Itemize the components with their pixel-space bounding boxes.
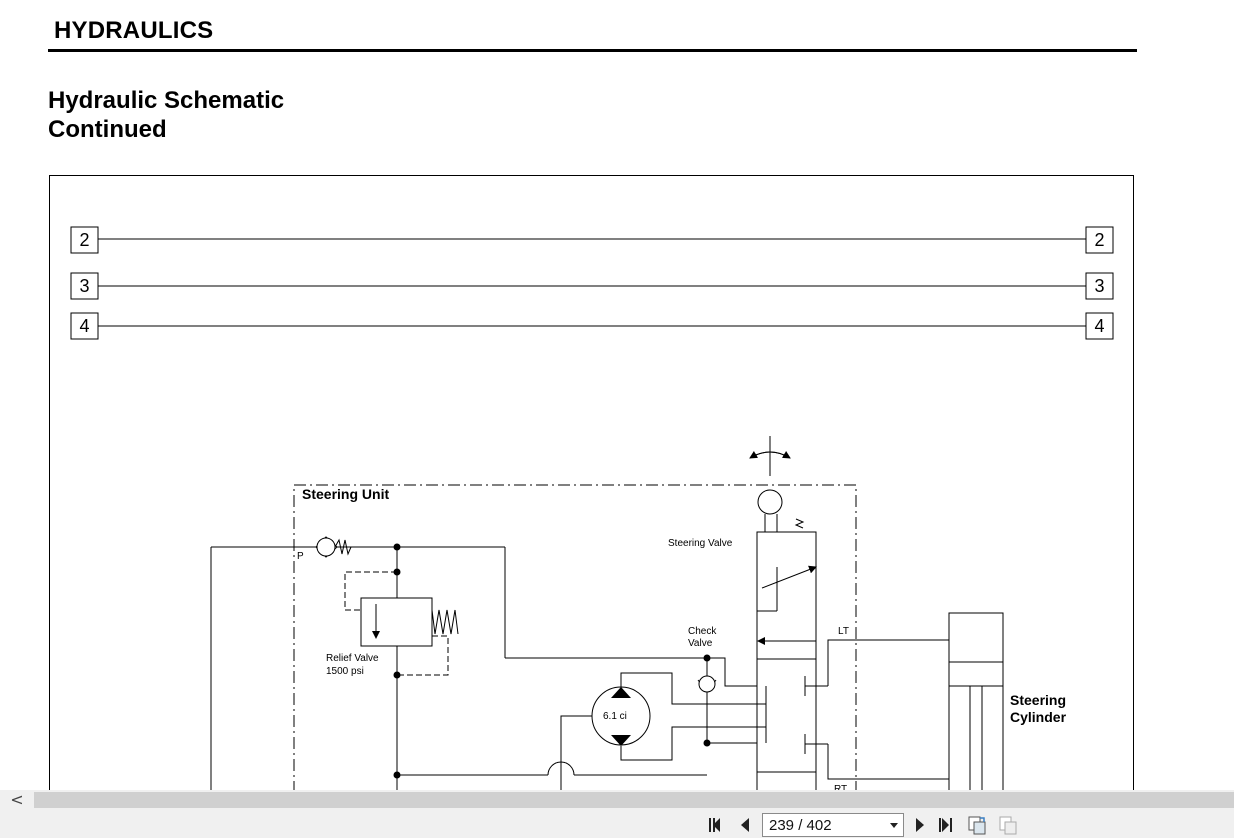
- continuation-line-4: 4 4: [70, 312, 1114, 340]
- continuation-line-3: 3 3: [70, 272, 1114, 300]
- steering-cylinder-label-2: Cylinder: [1010, 709, 1067, 725]
- section-title: HYDRAULICS: [54, 17, 214, 44]
- junction-dot: [393, 543, 401, 551]
- page-heading-line-2: Continued: [48, 116, 167, 143]
- relief-valve-pressure: 1500 psi: [326, 666, 364, 677]
- line-marker-2-left: 2: [79, 230, 89, 250]
- port-p-label: P: [297, 551, 304, 562]
- first-page-icon[interactable]: [705, 814, 727, 836]
- page-selector[interactable]: 239 / 402: [762, 813, 904, 837]
- port-rt-label: RT: [834, 784, 847, 795]
- junction-dot: [393, 671, 401, 679]
- page-navigation-bar: 239 / 402: [0, 810, 1234, 838]
- scroll-left-button[interactable]: <: [0, 790, 34, 810]
- relief-valve-label: Relief Valve: [326, 653, 379, 664]
- check-valve-label-1: Check: [688, 626, 717, 637]
- last-page-icon[interactable]: [935, 814, 957, 836]
- steering-valve-label: Steering Valve: [668, 538, 733, 549]
- scroll-thumb[interactable]: [34, 792, 1234, 808]
- next-page-icon[interactable]: [909, 814, 931, 836]
- steering-valve-symbol: [749, 436, 828, 814]
- horizontal-scrollbar[interactable]: <: [0, 790, 1234, 810]
- line-marker-4-right: 4: [1094, 316, 1104, 336]
- fit-page-icon[interactable]: [966, 814, 988, 836]
- lt-line: [827, 639, 949, 686]
- chevron-down-icon: [890, 823, 898, 828]
- port-lt-label: LT: [838, 626, 849, 637]
- line-marker-3-left: 3: [79, 276, 89, 296]
- relief-valve-symbol: [344, 571, 459, 676]
- line-marker-4-left: 4: [79, 316, 89, 336]
- pressure-line: [210, 546, 707, 814]
- inlet-check-valve: [315, 536, 352, 558]
- rt-line: [827, 744, 949, 780]
- metering-motor: [560, 672, 766, 775]
- steering-unit-label: Steering Unit: [302, 486, 389, 502]
- schematic-frame: 2 2 3 3 4 4 Steering Unit P: [49, 175, 1134, 815]
- page-heading-line-1: Hydraulic Schematic: [48, 87, 285, 114]
- document-header: HYDRAULICS: [48, 14, 1137, 52]
- check-valve-symbol: [697, 654, 766, 747]
- check-valve-label-2: Valve: [688, 638, 713, 649]
- hydraulic-schematic: 2 2 3 3 4 4 Steering Unit P: [70, 226, 1114, 814]
- previous-page-icon[interactable]: [734, 814, 756, 836]
- page-heading: Hydraulic Schematic Continued: [48, 86, 284, 144]
- line-marker-2-right: 2: [1094, 230, 1104, 250]
- steering-cylinder-symbol: [948, 612, 1004, 814]
- two-page-icon[interactable]: [997, 814, 1019, 836]
- motor-displacement-label: 6.1 ci: [603, 711, 627, 722]
- line-marker-3-right: 3: [1094, 276, 1104, 296]
- page-indicator: 239 / 402: [769, 817, 832, 834]
- steering-cylinder-label-1: Steering: [1010, 692, 1066, 708]
- steering-unit-boundary: [293, 484, 857, 814]
- continuation-line-2: 2 2: [70, 226, 1114, 254]
